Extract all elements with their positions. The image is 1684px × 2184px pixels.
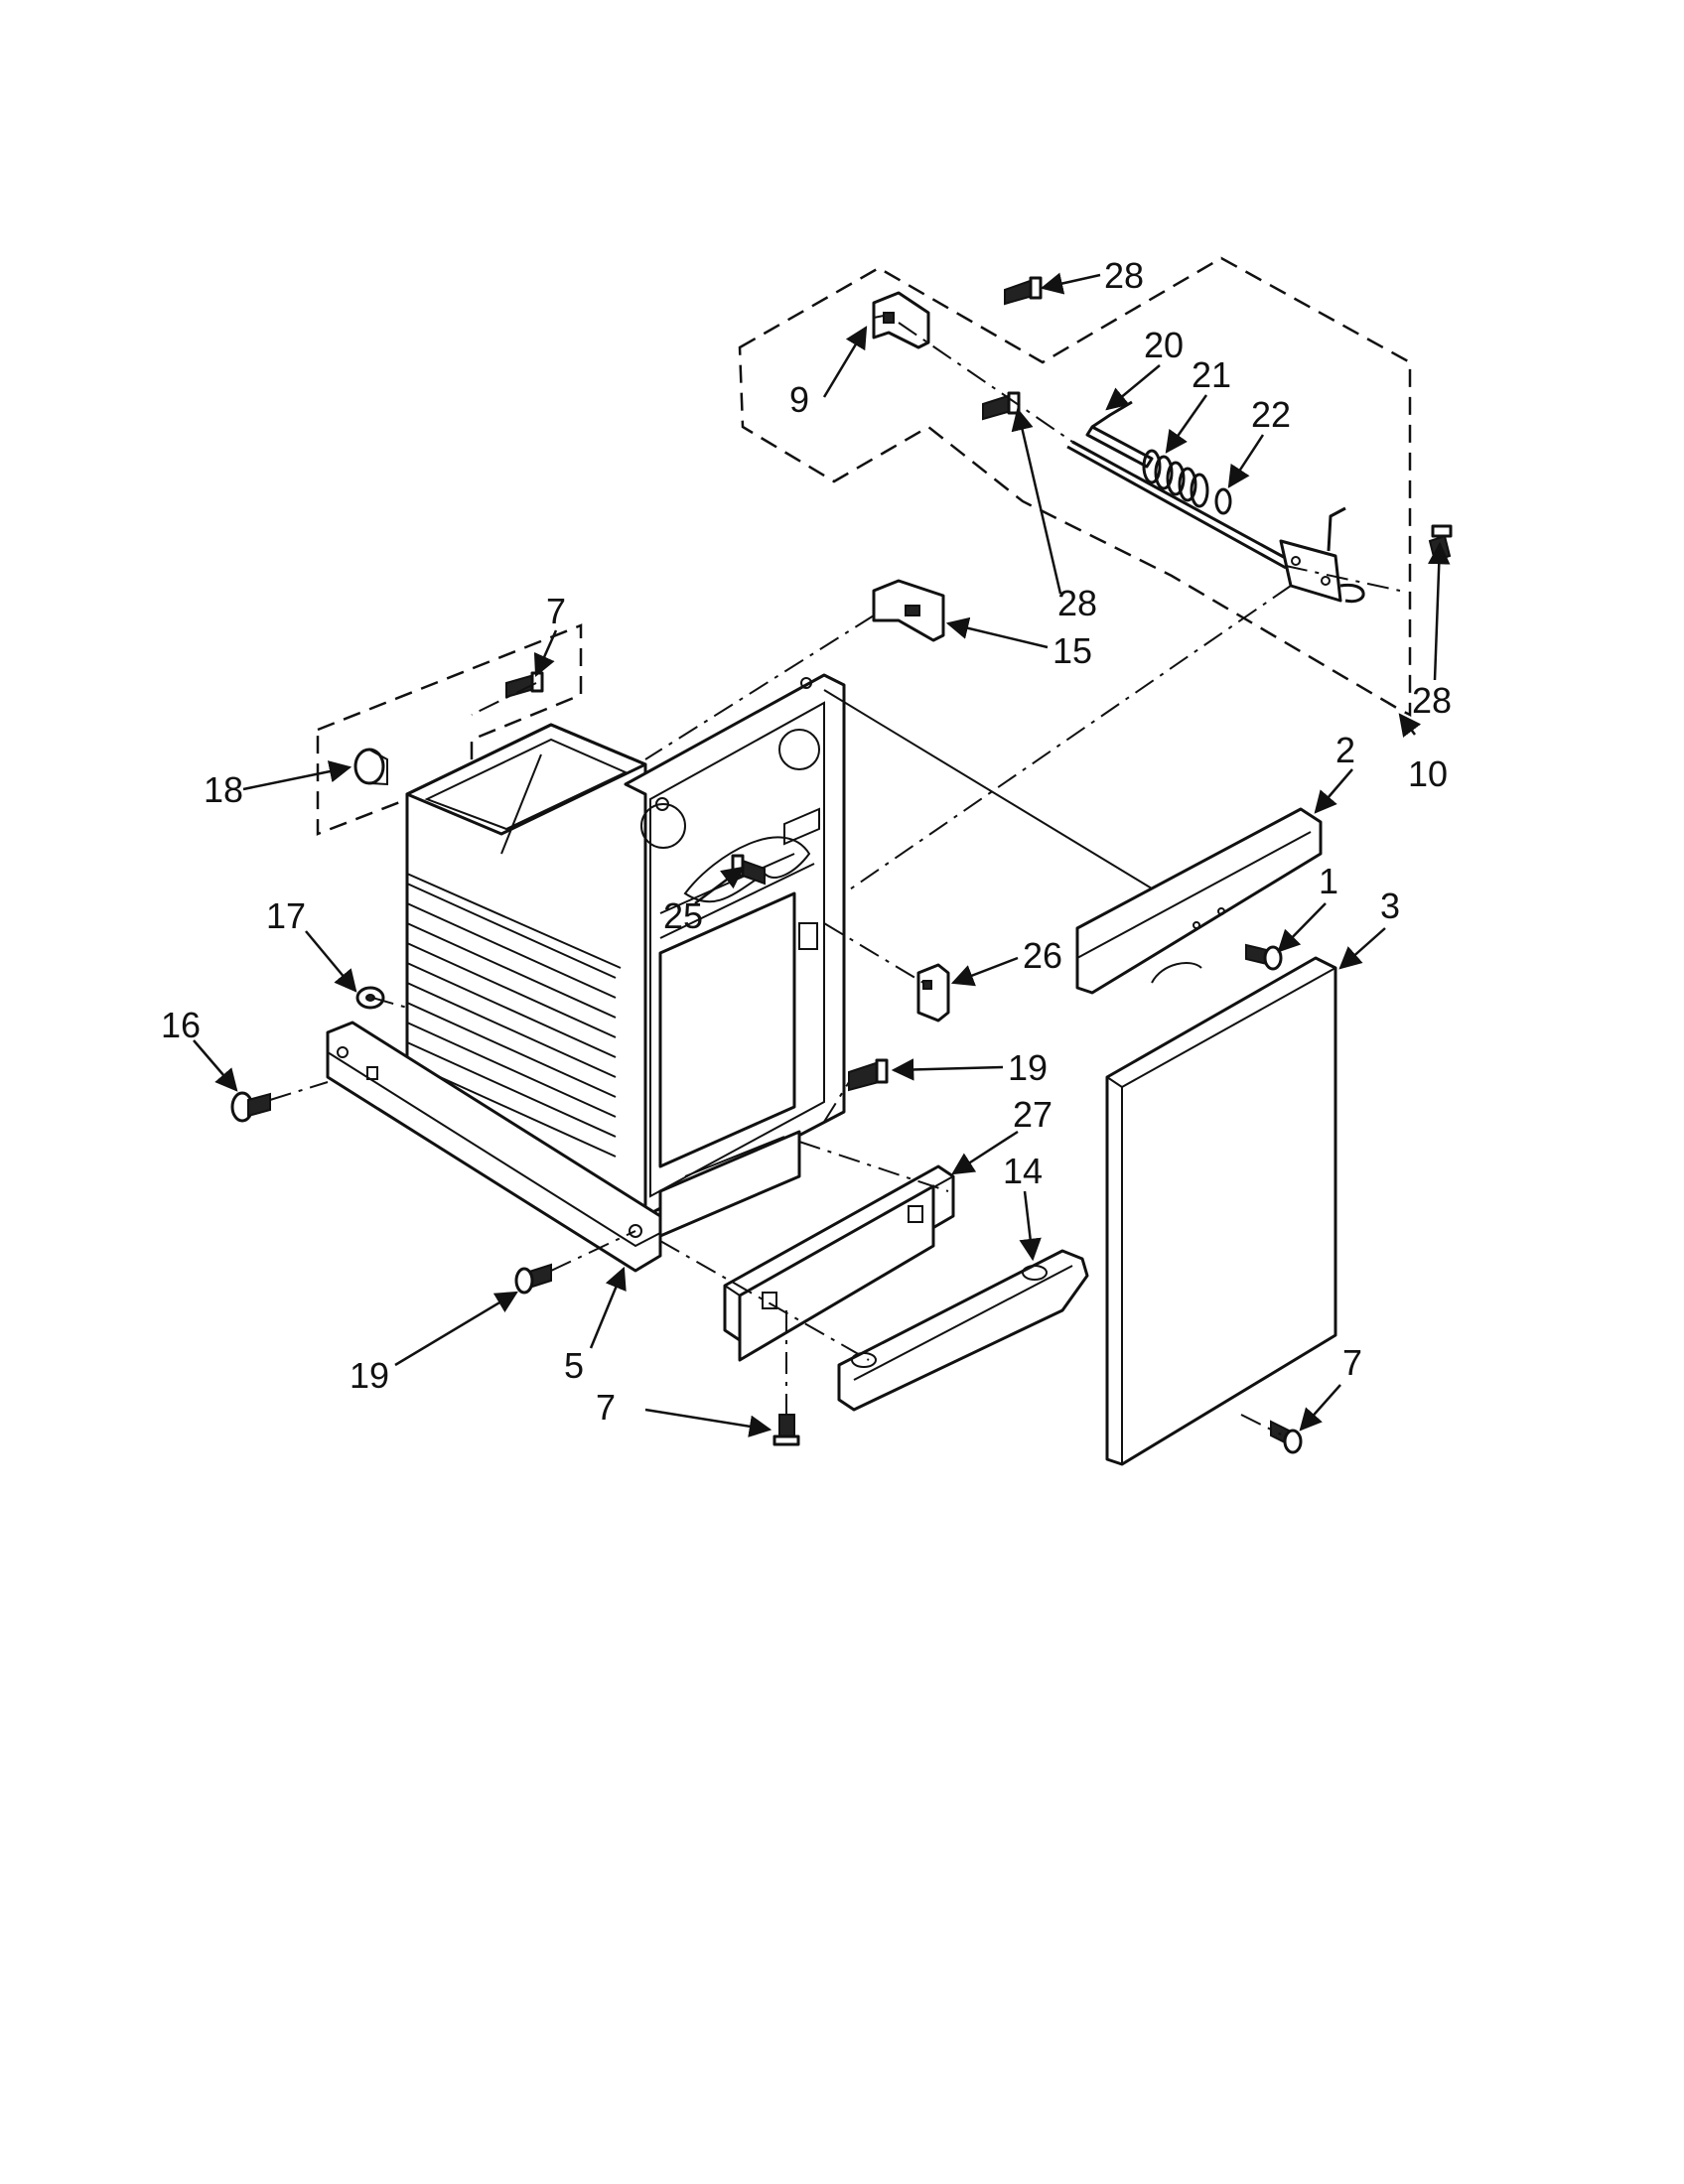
- callout-26: 26: [1023, 935, 1062, 976]
- top-trim: [1075, 807, 1323, 995]
- callout-10: 10: [1408, 753, 1448, 794]
- callout-28: 28: [1412, 680, 1452, 721]
- callout-27: 27: [1013, 1094, 1052, 1135]
- assembly-lines: [269, 322, 1401, 1435]
- front-panel: [1105, 956, 1337, 1466]
- screw-1: [1245, 943, 1283, 971]
- screw-19-left: [514, 1263, 552, 1295]
- bolt-16: [230, 1091, 271, 1123]
- base-rail: [326, 1021, 801, 1273]
- screw-7-top: [505, 671, 544, 699]
- screw-28-mid: [982, 391, 1021, 421]
- latch-spring: [1142, 449, 1209, 508]
- callout-2: 2: [1335, 730, 1355, 770]
- screw-7-right: [1270, 1420, 1303, 1454]
- screw-28-top: [1004, 276, 1043, 306]
- callout-18: 18: [204, 769, 243, 810]
- leader-lines: [193, 272, 1451, 1437]
- callout-5: 5: [564, 1345, 584, 1386]
- callout-19: 19: [1008, 1047, 1048, 1088]
- callout-3: 3: [1380, 886, 1400, 926]
- latch-washer: [1214, 487, 1232, 515]
- screw-7-bottom: [772, 1414, 800, 1446]
- callout-22: 22: [1251, 394, 1291, 435]
- callout-19: 19: [350, 1355, 389, 1396]
- callout-14: 14: [1003, 1151, 1043, 1191]
- callout-15: 15: [1052, 630, 1092, 671]
- screw-19-right: [848, 1058, 889, 1092]
- kick-handle: [837, 1249, 1089, 1412]
- mounting-clip: [916, 963, 950, 1023]
- plug-18: [353, 748, 388, 786]
- hinge-bracket: [872, 579, 945, 642]
- latch-bracket: [872, 291, 930, 349]
- callout-17: 17: [266, 895, 306, 936]
- callout-7: 7: [1342, 1342, 1362, 1383]
- callout-28: 28: [1104, 255, 1144, 296]
- kick-bracket: [723, 1164, 955, 1362]
- callout-25: 25: [663, 895, 703, 936]
- callout-7: 7: [596, 1387, 616, 1428]
- group-boundary-left: [316, 623, 583, 836]
- callout-9: 9: [789, 379, 809, 420]
- group-boundary-top: [738, 256, 1412, 718]
- callout-7: 7: [546, 591, 566, 631]
- callout-16: 16: [161, 1005, 201, 1045]
- nut-17: [355, 986, 385, 1010]
- callout-28: 28: [1057, 583, 1097, 623]
- latch-rod: [1066, 400, 1292, 570]
- callout-20: 20: [1144, 325, 1184, 365]
- callout-1: 1: [1319, 861, 1338, 901]
- callout-21: 21: [1192, 354, 1231, 395]
- latch-plate: [1279, 506, 1365, 604]
- callout-labels: 28 9 20 21 22 28 15 28 10 7 18 2 1 3 25 …: [161, 255, 1452, 1428]
